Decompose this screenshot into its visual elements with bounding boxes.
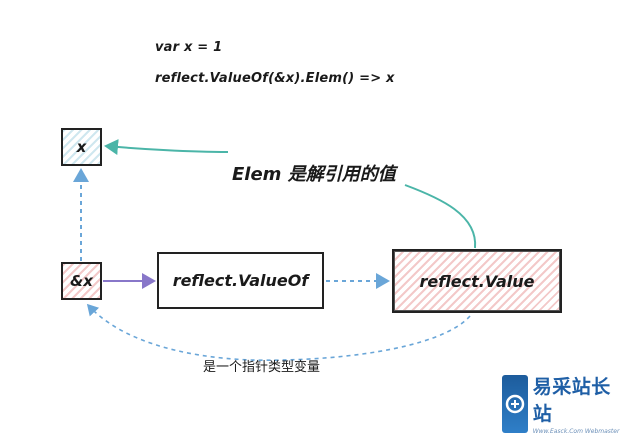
arrow-elem-to-x [104,139,229,156]
watermark-subtitle: Www.Easck.Com Webmaster [532,428,620,435]
code-line-2: reflect.ValueOf(&x).Elem() => x [155,71,395,86]
arrow-value-to-ampx [86,303,471,362]
node-ampx: &x [61,262,102,300]
watermark-logo-icon [502,374,528,433]
curve-value-to-elem [404,184,477,249]
node-reflect-value: reflect.Value [392,249,562,313]
node-reflect-valueof: reflect.ValueOf [157,252,324,309]
annotation-elem: Elem 是解引用的值 [232,164,396,185]
annotation-pointer: 是一个指针类型变量 [203,360,321,375]
watermark: 易采站长站 Www.Easck.Com Webmaster [499,372,629,435]
node-value-label: reflect.Value [419,271,535,291]
watermark-title: 易采站长站 [532,376,611,425]
node-x: x [61,128,102,166]
code-line-1: var x = 1 [155,40,223,55]
node-valueof-label: reflect.ValueOf [172,271,309,290]
node-ampx-label: &x [70,272,93,290]
node-x-label: x [76,138,87,156]
